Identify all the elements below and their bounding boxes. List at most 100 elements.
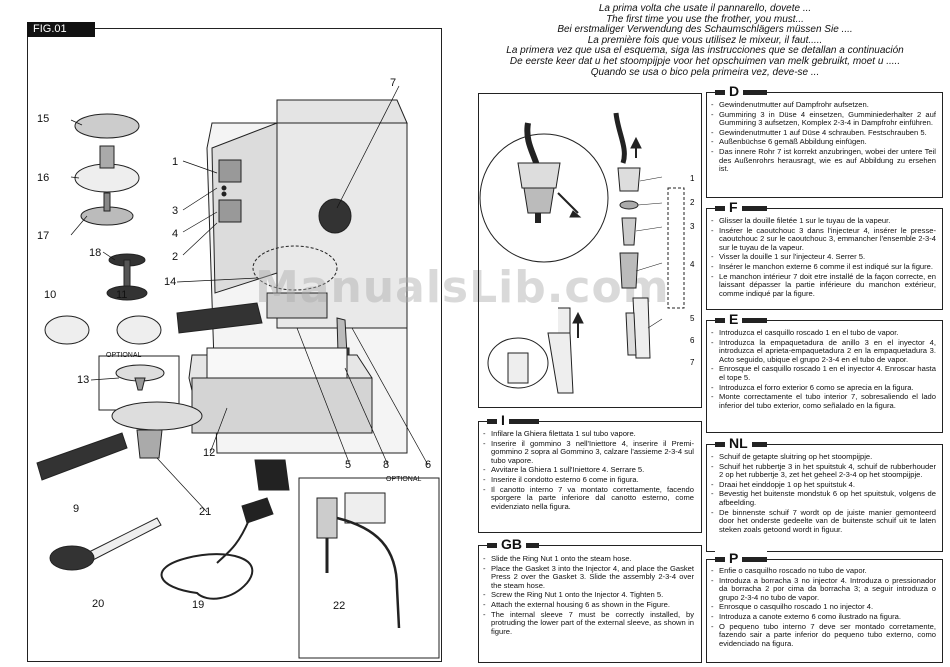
section-gb-heading: GB xyxy=(487,536,539,553)
step: Gummiring 3 in Düse 4 einsetzen, Gummini… xyxy=(710,110,936,128)
step: Das innere Rohr 7 ist korrekt anzubringe… xyxy=(710,147,936,174)
step: Il canotto interno 7 va montato corretta… xyxy=(482,485,694,512)
callout-5: 5 xyxy=(345,459,352,471)
section-i-heading: I xyxy=(487,412,539,429)
diagram-part-label: 5 xyxy=(690,314,695,323)
callout-20: 20 xyxy=(92,598,105,610)
optional-label-2: OPTIONAL xyxy=(386,476,422,483)
step: Insérer le manchon externe 6 comme il es… xyxy=(710,262,936,272)
watermark: ManualsLib.com xyxy=(255,262,670,313)
step: Attach the external housing 6 as shown i… xyxy=(482,600,694,610)
section-d-panel: D Gewindenutmutter auf Dampfrohr aufsetz… xyxy=(706,83,943,198)
callout-14: 14 xyxy=(164,276,177,288)
callout-21: 21 xyxy=(199,506,212,518)
header-line-nl: De eerste keer dat u het stoompijpje voo… xyxy=(509,55,901,67)
multilingual-header: La prima volta che usate il pannarello, … xyxy=(460,3,950,78)
step: Enrosque o casquilho roscado 1 no inject… xyxy=(710,603,936,612)
step: O pequeno tubo interno 7 deve ser montad… xyxy=(710,622,936,649)
step: Visser la douille 1 sur l'injecteur 4. S… xyxy=(710,253,936,262)
steam-wand-diagram-frame xyxy=(478,93,702,408)
steam-wand-assembly-diagram: 1 2 3 4 5 6 7 xyxy=(479,112,695,394)
header-line-fr: La première fois que vous utilisez le mi… xyxy=(587,34,823,46)
section-d-heading: D xyxy=(715,83,767,100)
callout-12: 12 xyxy=(203,447,216,459)
callout-3: 3 xyxy=(172,205,179,217)
header-line-it: La prima volta che usate il pannarello, … xyxy=(598,3,812,14)
section-p-steps: Enfie o casquilho roscado no tubo de vap… xyxy=(710,566,936,649)
step: The internal sleeve 7 must be correctly … xyxy=(482,610,694,637)
callout-6: 6 xyxy=(425,459,432,471)
optional-label-1: OPTIONAL xyxy=(106,352,142,359)
step: Inserire il gommino 3 nell'Iniettore 4, … xyxy=(482,439,694,466)
section-f-heading: F xyxy=(715,199,767,216)
step: Introduzca el forro exterior 6 como se a… xyxy=(710,383,936,393)
section-f-letter: F xyxy=(725,199,742,215)
callout-8: 8 xyxy=(383,459,390,471)
section-nl-steps: Schuif de getapte sluitring op het stoom… xyxy=(710,452,936,535)
step: Le manchon intérieur 7 doit etre install… xyxy=(710,272,936,299)
section-p-heading: P xyxy=(715,550,767,567)
section-i-letter: I xyxy=(497,412,509,428)
step: Bevestig het buitenste mondstuk 6 op het… xyxy=(710,490,936,507)
step: Introduza a borracha 3 no injector 4. In… xyxy=(710,576,936,603)
callout-9: 9 xyxy=(73,503,80,515)
diagram-part-label: 4 xyxy=(690,260,695,269)
section-i-steps: Infilare la Ghiera filettata 1 sul tubo … xyxy=(482,429,694,512)
diagram-part-label: 2 xyxy=(690,198,695,207)
callout-1: 1 xyxy=(172,156,179,168)
callout-18: 18 xyxy=(89,247,102,259)
section-d-steps: Gewindenutmutter auf Dampfrohr aufsetzen… xyxy=(710,100,936,175)
section-p-letter: P xyxy=(725,550,743,566)
section-e-letter: E xyxy=(725,311,743,327)
step: Enrosque el casquillo roscado 1 en el in… xyxy=(710,365,936,382)
step: Schuif het rubbertje 3 in het spuitstuk … xyxy=(710,462,936,480)
step: Introduza a canote externo 6 como ilustr… xyxy=(710,612,936,622)
step: Introduzca el casquillo roscado 1 en el … xyxy=(710,328,936,338)
header-line-de: Bei erstmaliger Verwendung des Schaumsch… xyxy=(557,24,853,36)
section-e-panel: E Introduzca el casquillo roscado 1 en e… xyxy=(706,311,943,433)
callout-15: 15 xyxy=(37,113,50,125)
step: Monte correctamente el tubo interior 7, … xyxy=(710,392,936,410)
espresso-machine-illustration xyxy=(36,85,440,659)
step: Avvitare la Ghiera 1 sull'Iniettore 4. S… xyxy=(482,466,694,475)
diagram-part-label: 3 xyxy=(690,222,695,231)
section-f-panel: F Glisser la douille filetée 1 sur le tu… xyxy=(706,199,943,310)
callout-4: 4 xyxy=(172,228,179,240)
step: Inserire il condotto esterno 6 come in f… xyxy=(482,475,694,485)
section-nl-letter: NL xyxy=(725,435,752,451)
diagram-part-label: 1 xyxy=(690,174,695,183)
step: Insérer le caoutchouc 3 dans l'injecteur… xyxy=(710,226,936,253)
callout-11: 11 xyxy=(116,289,128,301)
step: Schuif de getapte sluitring op het stoom… xyxy=(710,452,936,462)
section-nl-heading: NL xyxy=(715,435,767,452)
section-e-steps: Introduzca el casquillo roscado 1 en el … xyxy=(710,328,936,411)
section-p-panel: P Enfie o casquilho roscado no tubo de v… xyxy=(706,550,943,663)
diagram-part-label: 7 xyxy=(690,358,695,367)
step: Screw the Ring Nut 1 onto the Injector 4… xyxy=(482,591,694,600)
section-i-panel: I Infilare la Ghiera filettata 1 sul tub… xyxy=(478,412,702,533)
diagram-part-label: 6 xyxy=(690,336,695,345)
section-gb-steps: Slide the Ring Nut 1 onto the steam hose… xyxy=(482,554,694,637)
figure-label: FIG.01 xyxy=(27,22,95,37)
step: Außenbüchse 6 gemäß Abbildung einfügen. xyxy=(710,138,936,147)
header-line-pt: Quando se usa o bico pela primeira vez, … xyxy=(590,66,820,78)
section-gb-letter: GB xyxy=(497,536,526,552)
section-f-steps: Glisser la douille filetée 1 sur le tuya… xyxy=(710,216,936,299)
step: Draai het einddopje 1 op het spuitstuk 4… xyxy=(710,480,936,490)
section-d-letter: D xyxy=(725,83,744,99)
step: Enfie o casquilho roscado no tubo de vap… xyxy=(710,566,936,576)
step: Place the Gasket 3 into the Injector 4, … xyxy=(482,564,694,591)
header-line-en: The first time you use the frother, you … xyxy=(606,13,804,25)
step: Gewindenutmutter auf Dampfrohr aufsetzen… xyxy=(710,100,936,110)
step: Introduzca la empaquetadura de anillo 3 … xyxy=(710,338,936,365)
callout-7: 7 xyxy=(390,77,397,89)
callout-17: 17 xyxy=(37,230,50,242)
callout-2: 2 xyxy=(172,251,179,263)
step: Infilare la Ghiera filettata 1 sul tubo … xyxy=(482,429,694,439)
callout-10: 10 xyxy=(44,289,57,301)
step: Slide the Ring Nut 1 onto the steam hose… xyxy=(482,554,694,564)
header-line-es: La primera vez que usa el esquema, siga … xyxy=(506,45,904,57)
callout-13: 13 xyxy=(77,374,90,386)
callout-19: 19 xyxy=(192,599,205,611)
section-e-heading: E xyxy=(715,311,767,328)
